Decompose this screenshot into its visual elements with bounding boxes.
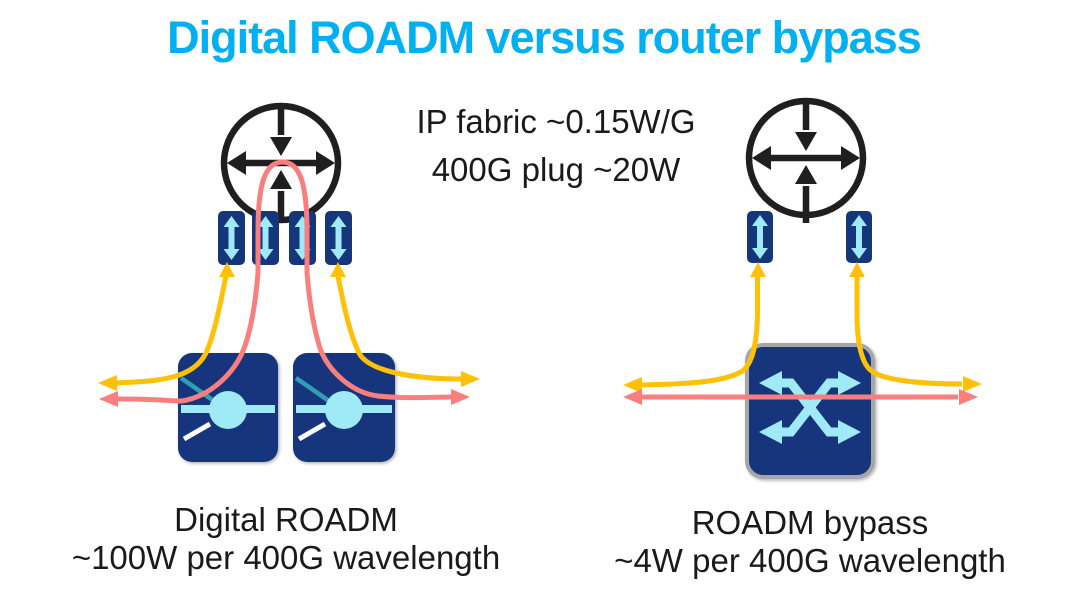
right-diagram [623, 97, 992, 479]
transceiver-icon [289, 211, 316, 265]
transceiver-row [747, 211, 872, 263]
transceiver-icon [747, 211, 773, 263]
transceiver-icon [325, 211, 352, 265]
slide-title: Digital ROADM versus router bypass [167, 12, 922, 63]
power-annotation: IP fabric ~0.15W/G 400G plug ~20W [366, 98, 746, 194]
wavelength-path-yellow-east [330, 262, 480, 387]
annotation-line-plug: 400G plug ~20W [431, 150, 681, 188]
cross-connect-arrows [759, 371, 861, 444]
wavelength-path-pink-bypass [623, 389, 978, 405]
left-caption: Digital ROADM ~100W per 400G wavelength [36, 501, 536, 578]
router-icon [220, 102, 342, 224]
optical-switch-icon [745, 343, 875, 479]
right-caption: ROADM bypass ~4W per 400G wavelength [560, 504, 1060, 581]
left-caption-title: Digital ROADM [174, 501, 398, 538]
wavelength-path-pink-through-router [99, 159, 470, 407]
left-caption-power: ~100W per 400G wavelength [71, 539, 501, 577]
transceiver-icon [218, 211, 245, 265]
roadm-node-icon [178, 353, 278, 462]
wavelength-path-yellow-west [623, 262, 766, 393]
wavelength-path-yellow-west [98, 262, 235, 391]
transceiver-icon [846, 211, 872, 263]
left-diagram [88, 102, 480, 462]
roadm-node-icon [293, 353, 395, 462]
transceiver-row [218, 211, 352, 265]
annotation-line-ip-fabric: IP fabric ~0.15W/G [416, 103, 696, 140]
right-caption-power: ~4W per 400G wavelength [614, 542, 1006, 580]
router-icon [745, 97, 867, 223]
wavelength-path-yellow-east [849, 262, 982, 392]
right-caption-title: ROADM bypass [691, 504, 929, 541]
